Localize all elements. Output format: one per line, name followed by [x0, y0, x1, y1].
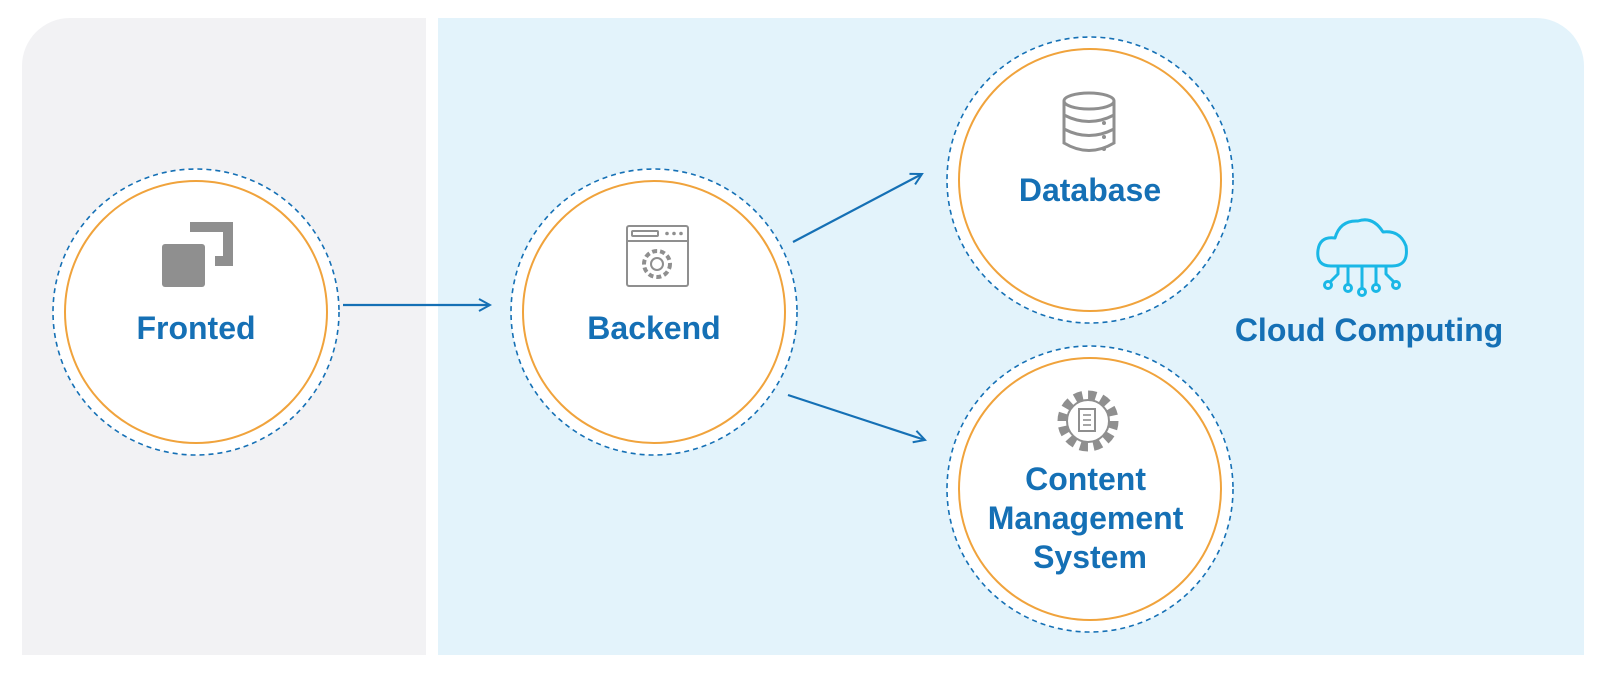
cloud-computing-group: Cloud Computing: [1235, 218, 1503, 348]
cms-label-line-3: System: [1033, 539, 1147, 575]
database-icon: [1062, 91, 1116, 152]
backend-node: Backend: [510, 168, 798, 456]
cms-label-line-2: Management: [988, 500, 1184, 536]
cloud-network-icon: [1316, 218, 1408, 297]
database-node: Database: [946, 36, 1234, 324]
arrow-backend-to-database: [792, 174, 922, 243]
frontend-label: Fronted: [136, 310, 255, 346]
cms-label: Content Management System: [988, 461, 1192, 575]
cms-label-line-1: Content: [1025, 461, 1146, 497]
gear-document-icon: [1057, 390, 1119, 452]
cms-node: Content Management System: [946, 345, 1234, 633]
arrow-backend-to-cms: [787, 393, 925, 440]
frontend-node: Fronted: [52, 168, 340, 456]
database-label: Database: [1019, 172, 1161, 208]
cloud-computing-label: Cloud Computing: [1235, 312, 1503, 348]
browser-gear-icon: [626, 225, 689, 287]
backend-label: Backend: [587, 310, 720, 346]
window-stack-icon: [162, 222, 233, 287]
